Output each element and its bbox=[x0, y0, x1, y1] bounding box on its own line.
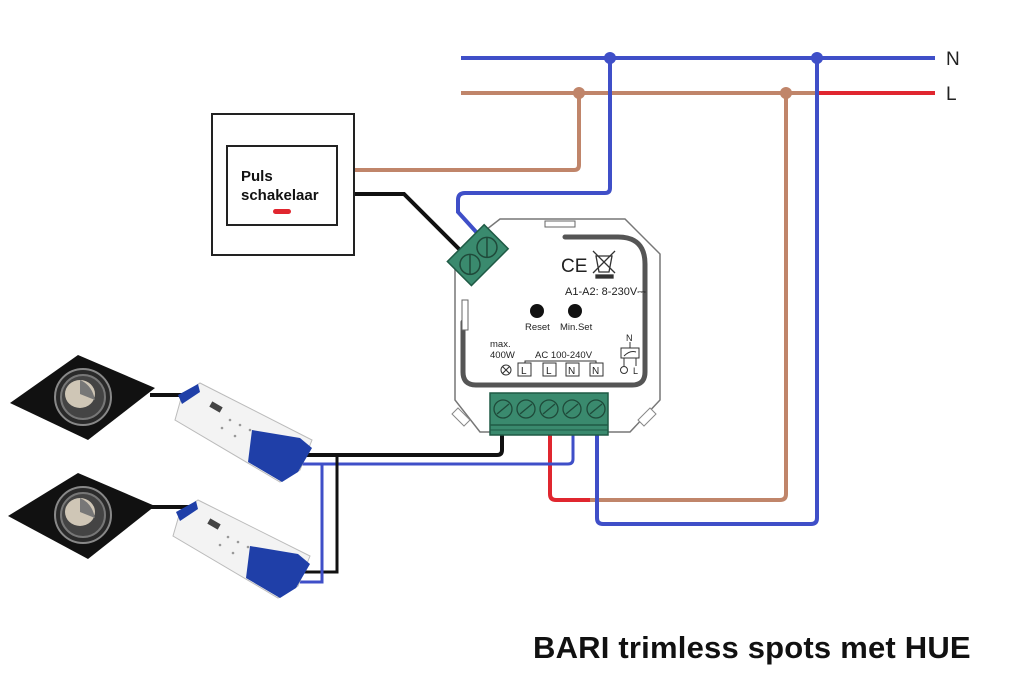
diagram-title: BARI trimless spots met HUE bbox=[533, 630, 971, 665]
live-rail-label: L bbox=[946, 84, 957, 105]
output-live-branch bbox=[300, 455, 339, 574]
neutral-rail-label: N bbox=[946, 49, 960, 70]
weee-icon bbox=[592, 250, 616, 279]
terminal-label-l2: L bbox=[546, 366, 552, 377]
pulse-switch-label-line1: Puls bbox=[241, 168, 273, 185]
neutral-wire-to-module bbox=[456, 58, 612, 247]
lamp-symbol-icon bbox=[500, 364, 512, 376]
output-neutral-branch bbox=[300, 464, 324, 584]
dimmer-symbol-icon bbox=[620, 342, 640, 374]
led-driver-1 bbox=[174, 382, 313, 483]
live-wire-red-segment bbox=[548, 435, 590, 502]
ac-spec-label: AC 100-240V bbox=[535, 350, 593, 361]
switch-wire-to-module bbox=[355, 192, 470, 260]
live-wire-to-switch bbox=[355, 93, 581, 172]
led-driver-2 bbox=[172, 499, 311, 599]
output-neutral-wire bbox=[300, 433, 575, 466]
pulse-switch-label: Puls schakelaar bbox=[241, 167, 319, 205]
switch-indicator-led bbox=[273, 209, 291, 214]
terminal-label-n1: N bbox=[568, 366, 575, 377]
reset-label: Reset bbox=[525, 322, 550, 333]
terminal-label-n2: N bbox=[592, 366, 599, 377]
spot-light-2 bbox=[8, 473, 155, 559]
reset-button[interactable] bbox=[530, 304, 544, 318]
input-terminal-block bbox=[446, 223, 510, 287]
max-label: max. bbox=[490, 339, 511, 350]
neutral-wire-to-module-ac bbox=[595, 58, 819, 526]
input-spec-label: A1-A2: 8-230V⎓ bbox=[565, 286, 646, 298]
ac-terminal-labels: L L N N bbox=[517, 362, 604, 377]
output-live-wire bbox=[300, 433, 504, 457]
minset-button[interactable] bbox=[568, 304, 582, 318]
live-wire-to-module bbox=[590, 93, 788, 502]
spot-light-1 bbox=[10, 355, 155, 440]
pulse-switch-label-line2: schakelaar bbox=[241, 187, 319, 204]
minset-label: Min.Set bbox=[560, 322, 593, 333]
dimmer-l-label: L bbox=[633, 366, 638, 376]
max-power-label: 400W bbox=[490, 350, 515, 361]
ce-mark: CE bbox=[561, 256, 587, 277]
output-terminal-screws[interactable] bbox=[493, 399, 606, 419]
dimmer-n-label: N bbox=[626, 333, 633, 343]
terminal-label-l1: L bbox=[521, 366, 527, 377]
